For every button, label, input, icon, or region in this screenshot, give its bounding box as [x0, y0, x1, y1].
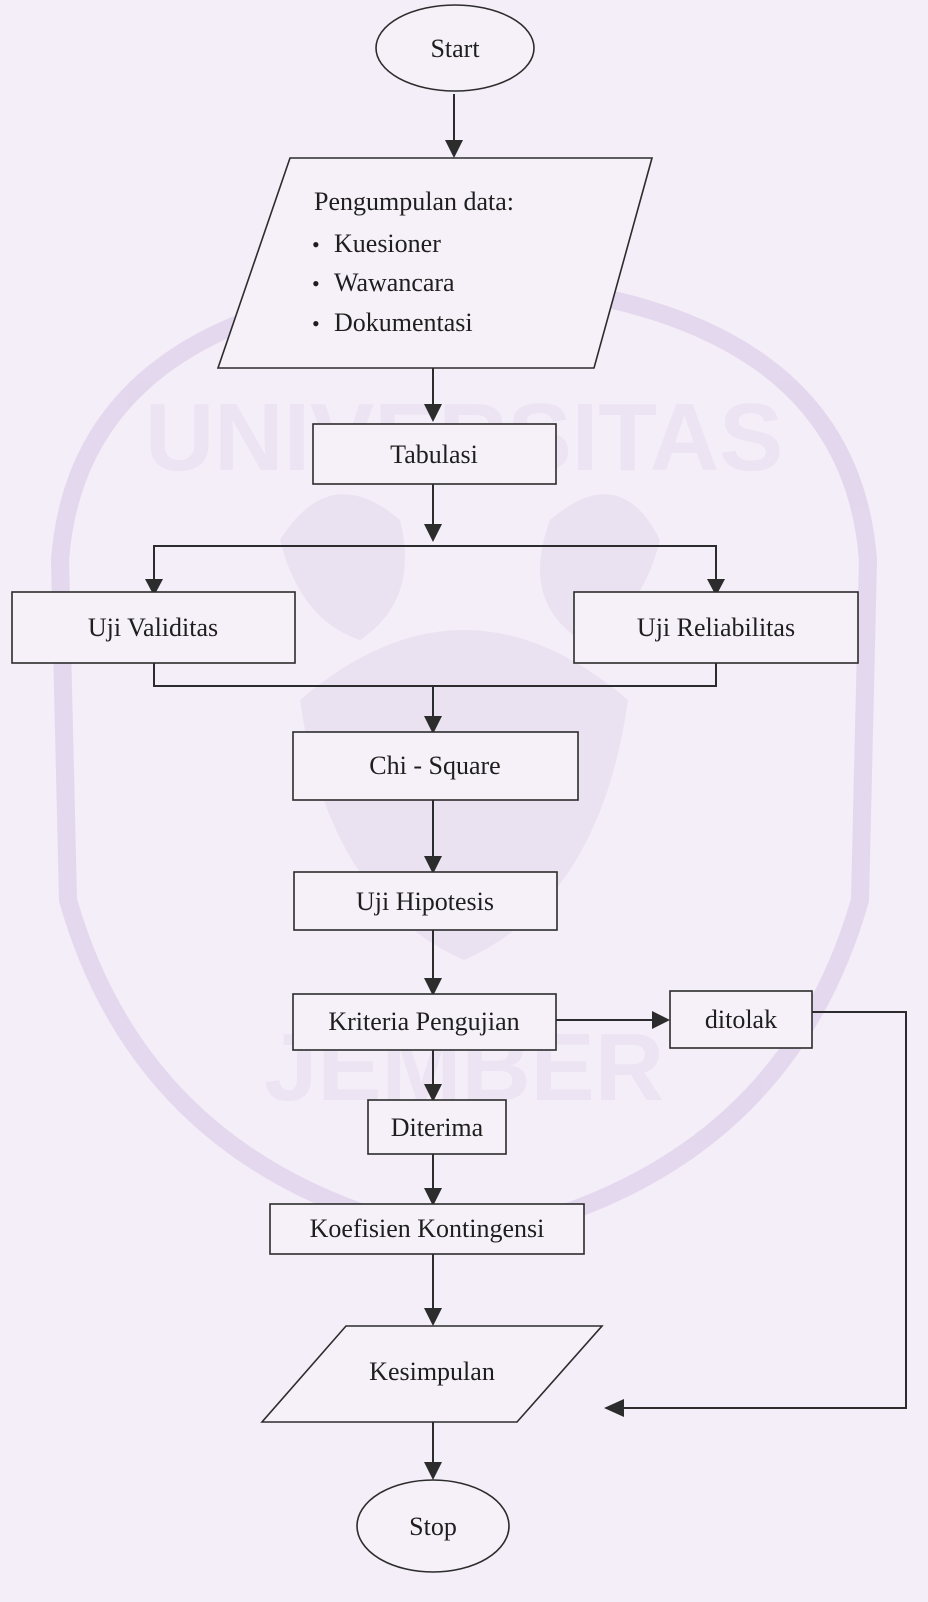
- reliability-test-process: Uji Reliabilitas: [573, 591, 859, 664]
- chi-square-label: Chi - Square: [369, 751, 500, 780]
- bullet-1: •: [312, 232, 320, 257]
- conclusion-label: Kesimpulan: [369, 1357, 495, 1386]
- bullet-3: •: [312, 311, 320, 336]
- tabulation-label: Tabulasi: [390, 440, 478, 469]
- stop-label: Stop: [409, 1512, 457, 1541]
- contingency-label: Koefisien Kontingensi: [310, 1214, 545, 1243]
- reliability-label: Uji Reliabilitas: [637, 613, 795, 642]
- data-collection-item-3: Dokumentasi: [334, 308, 473, 337]
- connectors: [145, 94, 907, 1480]
- criteria-process: Kriteria Pengujian: [292, 993, 557, 1051]
- chi-square-process: Chi - Square: [292, 731, 579, 801]
- rejected-label: ditolak: [705, 1005, 777, 1034]
- rejected-process: ditolak: [669, 990, 813, 1049]
- data-collection-title: Pengumpulan data:: [314, 187, 514, 216]
- contingency-process: Koefisien Kontingensi: [269, 1203, 585, 1255]
- data-collection-item-2: Wawancara: [334, 268, 455, 297]
- hypothesis-test-process: Uji Hipotesis: [293, 871, 558, 931]
- hypothesis-label: Uji Hipotesis: [356, 887, 494, 916]
- criteria-label: Kriteria Pengujian: [328, 1007, 519, 1036]
- start-label: Start: [430, 34, 480, 63]
- accepted-label: Diterima: [391, 1113, 484, 1142]
- data-collection-item-1: Kuesioner: [334, 229, 441, 258]
- validity-label: Uji Validitas: [88, 613, 218, 642]
- tabulation-process: Tabulasi: [312, 423, 557, 485]
- data-collection-input: Pengumpulan data: • Kuesioner • Wawancar…: [216, 157, 654, 369]
- stop-terminal: Stop: [356, 1479, 510, 1573]
- bullet-2: •: [312, 271, 320, 296]
- start-terminal: Start: [375, 4, 535, 92]
- validity-test-process: Uji Validitas: [11, 591, 296, 664]
- conclusion-output: Kesimpulan: [260, 1325, 604, 1423]
- accepted-process: Diterima: [367, 1099, 507, 1155]
